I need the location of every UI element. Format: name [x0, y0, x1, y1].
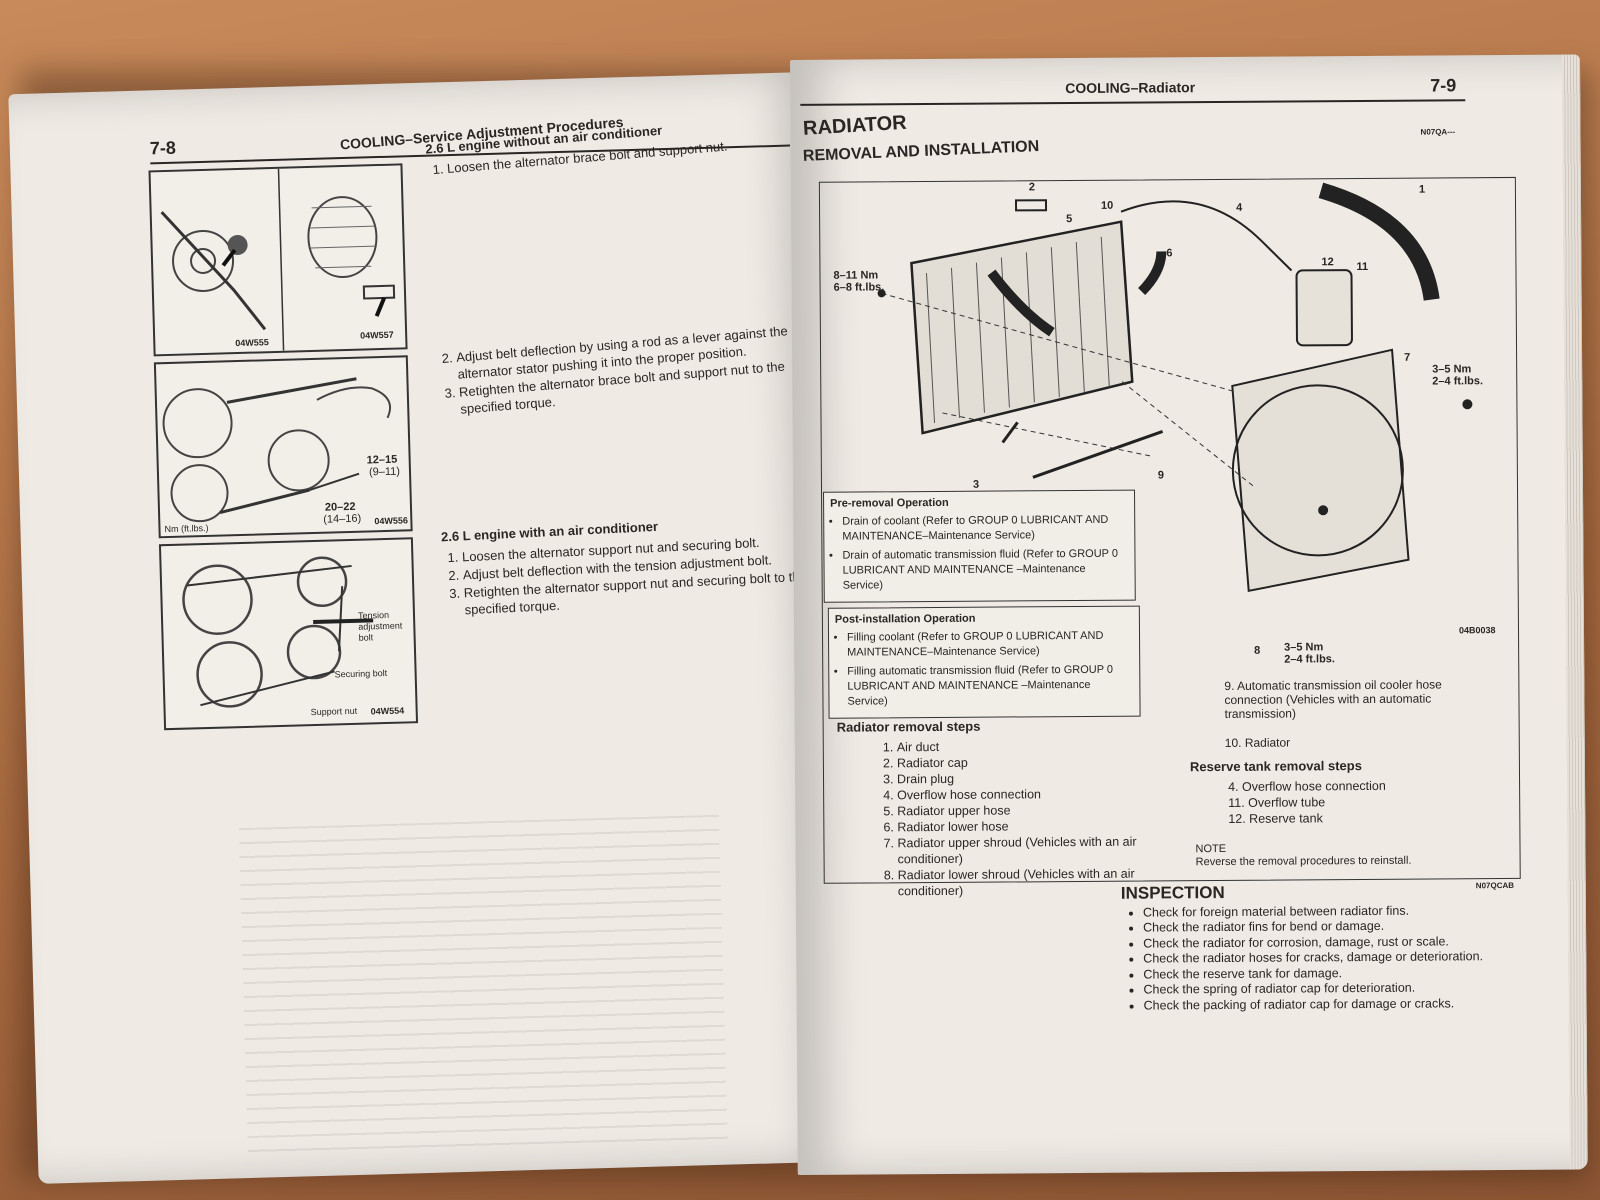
pre-removal-box: Pre-removal Operation Drain of coolant (…: [823, 489, 1136, 603]
callout-5: 5: [1066, 213, 1073, 226]
figure-alternator-brace: 04W555 04W557: [148, 163, 408, 357]
removal-installation-subtitle: REMOVAL AND INSTALLATION: [802, 138, 1040, 165]
fig2-units: Nm (ft.lbs.): [164, 522, 209, 535]
callout-2: 2: [1028, 181, 1036, 194]
callout-10: 10: [1100, 199, 1114, 212]
figure-tension-adjustment: Tension adjustment bolt Securing bolt Su…: [158, 537, 419, 731]
reserve-step: 12. Reserve tank: [1228, 811, 1323, 826]
right-page-number: 7-9: [1430, 75, 1457, 96]
fig2-torque-1: 12–15: [366, 453, 398, 467]
callout-3: 3: [972, 478, 980, 491]
left-page-number: 7-8: [149, 137, 177, 159]
left-page: 7-8 COOLING–Service Adjustment Procedure…: [8, 72, 839, 1184]
torque-c-ftlbs: 2–4 ft.lbs.: [1284, 653, 1335, 666]
post-installation-title: Post-installation Operation: [834, 612, 976, 626]
note-text: Reverse the removal procedures to reinst…: [1195, 854, 1412, 869]
reserve-tank-steps-title: Reserve tank removal steps: [1189, 758, 1362, 775]
radiator-step: Radiator upper shroud (Vehicles with an …: [897, 833, 1167, 867]
post-installation-item: Filling coolant (Refer to GROUP 0 LUBRIC…: [847, 629, 1133, 661]
right-header-rule: [800, 99, 1466, 106]
torque-3-5nm-lower: 3–5 Nm 2–4 ft.lbs.: [1284, 641, 1335, 665]
callout-8: 8: [1254, 644, 1261, 657]
right-running-title: COOLING–Radiator: [1065, 79, 1196, 97]
pre-removal-item: Drain of coolant (Refer to GROUP 0 LUBRI…: [842, 513, 1128, 545]
reserve-step: 4. Overflow hose connection: [1228, 778, 1386, 794]
radiator-step-9: 9. Automatic transmission oil cooler hos…: [1224, 677, 1442, 721]
fig-code-04w555: 04W555: [235, 337, 270, 349]
radiator-step: Overflow hose connection: [897, 785, 1167, 803]
fig2-torque-1b: (9–11): [368, 465, 401, 479]
inspection-item: Check the packing of radiator cap for da…: [1144, 995, 1562, 1013]
torque-c-nm: 3–5 Nm: [1284, 641, 1324, 654]
alternator-brace-illustration: [160, 168, 396, 351]
callout-1: 1: [1418, 183, 1426, 196]
pre-removal-title: Pre-removal Operation: [830, 496, 949, 510]
reserve-step: 11. Overflow tube: [1228, 795, 1326, 810]
post-installation-box: Post-installation Operation Filling cool…: [827, 605, 1141, 719]
radiator-step: Radiator upper hose: [897, 801, 1167, 819]
torque-8-11nm: 8–11 Nm 6–8 ft.lbs.: [833, 269, 884, 293]
callout-9: 9: [1157, 469, 1165, 482]
fig3-support-label: Support nut: [310, 705, 358, 718]
radiator-removal-steps-title: Radiator removal steps: [836, 718, 981, 735]
tension-adjustment-illustration: [182, 556, 374, 708]
torque-a-ftlbs: 6–8 ft.lbs.: [833, 281, 885, 294]
note-block: NOTE Reverse the removal procedures to r…: [1195, 841, 1485, 869]
callout-4: 4: [1236, 201, 1243, 214]
radiator-removal-steps: Radiator removal steps Air duct Radiator…: [837, 717, 1168, 899]
torque-a-nm: 8–11 Nm: [833, 269, 879, 282]
radiator-step: Radiator cap: [897, 753, 1167, 771]
callout-7: 7: [1404, 351, 1411, 364]
callout-11: 11: [1356, 260, 1369, 274]
right-small-code: N07QA---: [1420, 127, 1456, 137]
torque-3-5nm-upper: 3–5 Nm 2–4 ft.lbs.: [1432, 363, 1483, 387]
belt-deflection-illustration: [162, 377, 392, 523]
fig-code-04w557: 04W557: [360, 329, 394, 341]
diagram-code: 04B0038: [1458, 625, 1496, 636]
torque-b-ftlbs: 2–4 ft.lbs.: [1432, 375, 1484, 388]
figure-belt-deflection: 12–15 (9–11) 20–22 (14–16) Nm (ft.lbs.) …: [153, 355, 413, 539]
section-with-ac: 2.6 L engine with an air conditioner Loo…: [441, 511, 810, 621]
section-without-ac-steps: Adjust belt deflection by using a rod as…: [436, 322, 800, 421]
radiator-step: Radiator lower hose: [897, 817, 1167, 835]
fig-code-04w556: 04W556: [374, 515, 409, 527]
torque-b-nm: 3–5 Nm: [1432, 363, 1472, 376]
callout-6: 6: [1166, 247, 1173, 260]
bleed-through-text: [238, 814, 728, 1159]
pre-removal-item: Drain of automatic transmission fluid (R…: [842, 547, 1128, 594]
radiator-exploded-diagram: [877, 182, 1473, 593]
fig2-torque-2: 20–22: [324, 500, 356, 514]
radiator-title: RADIATOR: [802, 111, 908, 140]
post-installation-item: Filling automatic transmission fluid (Re…: [847, 663, 1133, 710]
fig-code-04w554: 04W554: [370, 705, 405, 717]
reserve-tank-steps: Reserve tank removal steps 4. Overflow h…: [1190, 757, 1470, 827]
callout-12: 12: [1321, 256, 1334, 269]
radiator-step-10: 10. Radiator: [1224, 735, 1291, 750]
radiator-step: Drain plug: [897, 769, 1167, 787]
inspection-title: INSPECTION: [1120, 882, 1225, 903]
fig3-tension-label: Tension adjustment bolt: [357, 609, 403, 643]
inspection-section: INSPECTION Check for foreign material be…: [1121, 883, 1562, 1014]
fig2-torque-2b: (14–16): [323, 512, 362, 526]
fig3-securing-label: Securing bolt: [334, 667, 388, 680]
right-page: COOLING–Radiator 7-9 N07QA--- RADIATOR R…: [790, 54, 1588, 1175]
radiator-step: Air duct: [897, 737, 1167, 755]
